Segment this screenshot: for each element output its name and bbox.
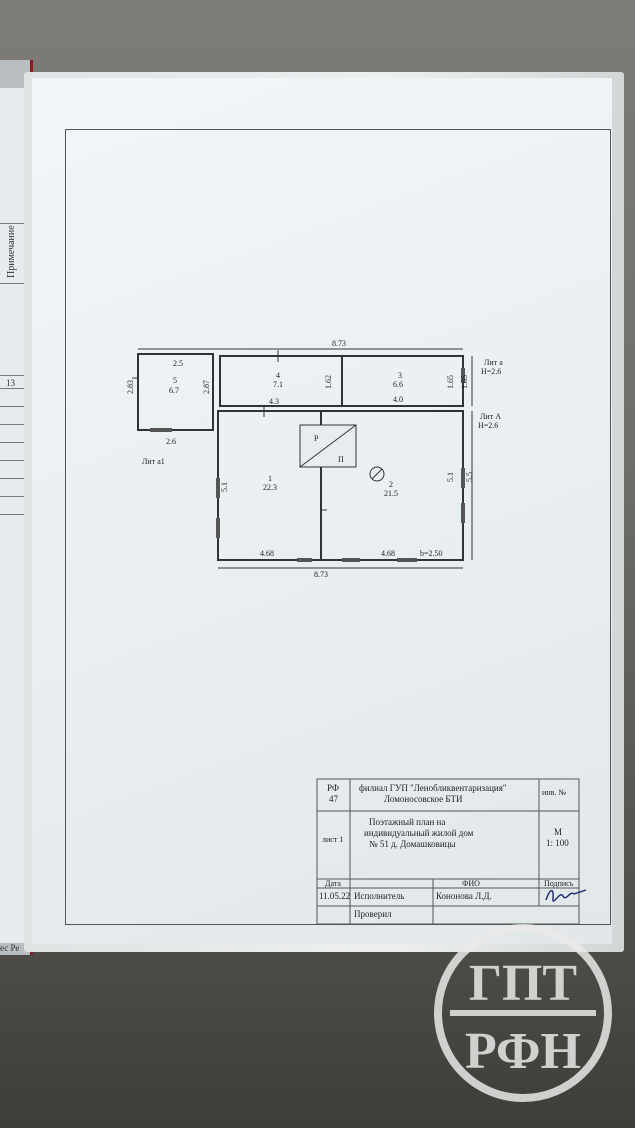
room4-number: 4: [276, 371, 280, 380]
stamp-sign-header: Подпись: [544, 879, 574, 888]
stamp-title-line3: № 51 д. Домашковицы: [369, 839, 456, 849]
stamp-date-header: Дата: [325, 879, 341, 888]
room3-bottom-dim: 4.0: [393, 395, 403, 404]
liter-a-height: H=2.6: [481, 367, 502, 376]
room2-bottom-dim: 4.68: [381, 549, 395, 558]
windows: [150, 368, 465, 562]
stamp-date: 11.05.22: [319, 891, 351, 901]
stamp-sheet: лист 1: [322, 835, 344, 844]
liter-main-height: H=2.6: [478, 421, 499, 430]
previous-page-number: 13: [6, 378, 15, 388]
stamp-title-line2: индивидуальный жилой дом: [364, 828, 474, 838]
stamp-scale: 1: 100: [546, 838, 569, 848]
stove-diagonal: [299, 424, 357, 468]
room5-top-dim: 2.5: [173, 359, 183, 368]
room-5-walls: [137, 353, 214, 431]
b-note: b=2.50: [420, 549, 443, 558]
liter-b1-label: Лит а1: [142, 457, 165, 466]
stamp-executor: Исполнитель: [354, 891, 405, 901]
stamp-executor-name: Кононова Л.Д.: [436, 891, 492, 901]
signature: [545, 889, 587, 902]
stamp-org-line1: филиал ГУП "Ленобликвентаризация": [359, 783, 507, 793]
floor-plan: [132, 348, 580, 925]
stamp-scale-m: М: [554, 827, 563, 837]
room1-number: 1: [268, 474, 272, 483]
room3-area: 6.6: [393, 380, 403, 389]
room3-number: 3: [398, 371, 402, 380]
previous-page-note-header: Примечание: [6, 225, 17, 278]
room1-bottom-dim: 4.68: [260, 549, 274, 558]
title-block: РФ 47 филиал ГУП "Ленобликвентаризация" …: [32, 78, 612, 944]
stamp-title-line1: Поэтажный план на: [369, 817, 446, 827]
stamp-checked: Проверил: [354, 909, 392, 919]
dim-top-label: 8.73: [332, 339, 346, 348]
dim-bottom-label: 8.73: [314, 570, 328, 579]
stamp-rf-number: 47: [329, 794, 338, 804]
document-sheet: 8.73 Лит а H=2.6 Лит А H=2.6 Лит а1 2.5 …: [32, 78, 612, 944]
stamp-fio-header: ФИО: [462, 879, 480, 888]
room1-area: 22.3: [263, 483, 277, 492]
watermark-logo: ГПТ РФН: [434, 924, 612, 1102]
watermark-bottom-letters: РФН: [465, 1023, 581, 1080]
stamp-inv: инв. №: [542, 788, 566, 797]
room4-bottom-dim: 4.3: [269, 397, 279, 406]
stamp-grid: [316, 778, 580, 925]
gas-symbol-icon: [369, 466, 385, 482]
previous-page-side-text: ес Ре: [0, 943, 20, 953]
liter-a-label: Лит а: [484, 358, 503, 367]
gas-symbol-slash: [371, 468, 383, 480]
watermark-top-letters: ГПТ: [469, 955, 577, 1012]
stove-r-label: Р: [314, 434, 319, 443]
room2-area: 21.5: [384, 489, 398, 498]
stamp-org-line2: Ломоносовское БТИ: [384, 794, 463, 804]
stove-p-label: П: [338, 455, 344, 464]
room5-area: 6.7: [169, 386, 179, 395]
room4-area: 7.1: [273, 380, 283, 389]
stamp-rf: РФ: [327, 783, 339, 793]
liter-main-label: Лит А: [480, 412, 501, 421]
room2-number: 2: [389, 480, 393, 489]
room5-bottom-dim: 2.6: [166, 437, 176, 446]
room5-number: 5: [173, 376, 177, 385]
